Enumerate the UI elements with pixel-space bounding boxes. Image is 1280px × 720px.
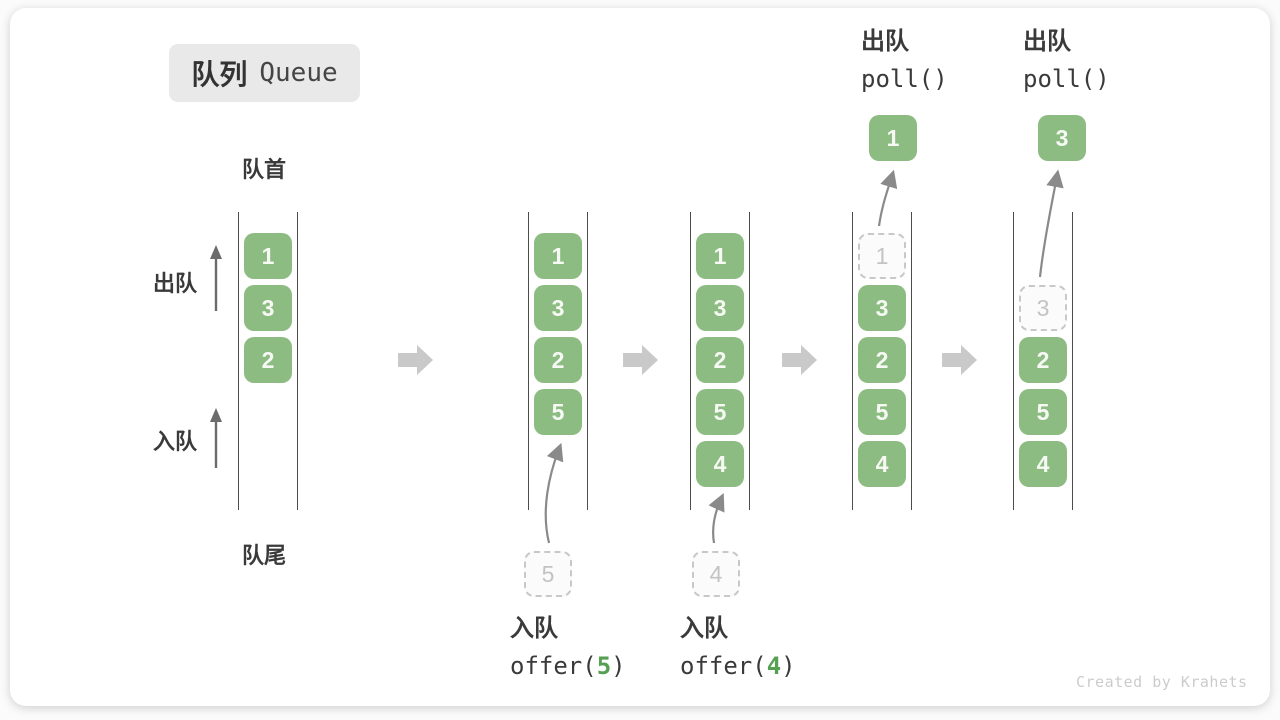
op-code-label: offer(4)	[680, 652, 796, 680]
op-code-label: offer(5)	[510, 652, 626, 680]
queue-state-4: 1 3 2 5 4	[852, 212, 912, 510]
ghost-cell: 1	[858, 233, 906, 279]
op-action-label: 入队	[680, 615, 728, 642]
queue-cell: 5	[858, 389, 906, 435]
queue-cell: 2	[244, 337, 292, 383]
queue-rear-label: 队尾	[242, 543, 287, 568]
op-action-label: 出队	[861, 28, 909, 55]
enqueue-side-label: 入队	[153, 429, 198, 454]
queue-cell: 4	[696, 441, 744, 487]
dequeue-curve-arrow-icon	[877, 169, 898, 227]
queue-cell: 5	[1019, 389, 1067, 435]
queue-front-label: 队首	[242, 157, 287, 182]
queue-state-2: 1 3 2 5	[528, 212, 588, 510]
queue-cell: 2	[534, 337, 582, 383]
dequeue-side-label: 出队	[153, 271, 198, 296]
title-chinese: 队列	[191, 59, 248, 90]
title-english: Queue	[259, 58, 338, 88]
queue-cell: 3	[244, 285, 292, 331]
dequeue-curve-arrow-icon	[1038, 169, 1064, 278]
enqueue-op-label: 入队 offer(4)	[680, 611, 796, 685]
queue-cell: 4	[858, 441, 906, 487]
enqueue-curve-arrow-icon	[708, 492, 725, 544]
queue-cell: 3	[858, 285, 906, 331]
dequeue-op-label: 出队 poll()	[1023, 24, 1110, 98]
title-badge: 队列 Queue	[169, 44, 360, 102]
watermark: Created by Krahets	[1076, 673, 1248, 691]
queue-cell: 2	[696, 337, 744, 383]
ghost-cell: 3	[1019, 285, 1067, 331]
queue-state-5: 3 2 5 4	[1013, 212, 1073, 510]
op-code-label: poll()	[1023, 65, 1110, 93]
flow-arrow-icon	[782, 345, 817, 375]
queue-cell: 1	[244, 233, 292, 279]
queue-cell: 3	[534, 285, 582, 331]
queue-state-3: 1 3 2 5 4	[690, 212, 750, 510]
queue-cell: 3	[696, 285, 744, 331]
queue-cell: 1	[534, 233, 582, 279]
enqueue-curve-arrow-icon	[544, 442, 564, 544]
op-action-label: 入队	[510, 615, 558, 642]
queue-cell: 5	[534, 389, 582, 435]
result-cell: 1	[869, 115, 917, 161]
enqueue-op-label: 入队 offer(5)	[510, 611, 626, 685]
flow-arrow-icon	[942, 345, 977, 375]
queue-cell: 2	[1019, 337, 1067, 383]
dequeue-arrow-icon	[210, 245, 222, 311]
op-action-label: 出队	[1023, 28, 1071, 55]
op-code-label: poll()	[861, 65, 948, 93]
dequeue-op-label: 出队 poll()	[861, 24, 948, 98]
pending-cell: 4	[692, 551, 740, 597]
queue-cell: 4	[1019, 441, 1067, 487]
flow-arrow-icon	[398, 345, 433, 375]
queue-cell: 2	[858, 337, 906, 383]
queue-state-1: 1 3 2	[238, 212, 298, 510]
queue-cell: 5	[696, 389, 744, 435]
queue-cell: 1	[696, 233, 744, 279]
enqueue-arrow-icon	[210, 408, 222, 468]
flow-arrow-icon	[623, 345, 658, 375]
result-cell: 3	[1038, 115, 1086, 161]
pending-cell: 5	[524, 551, 572, 597]
